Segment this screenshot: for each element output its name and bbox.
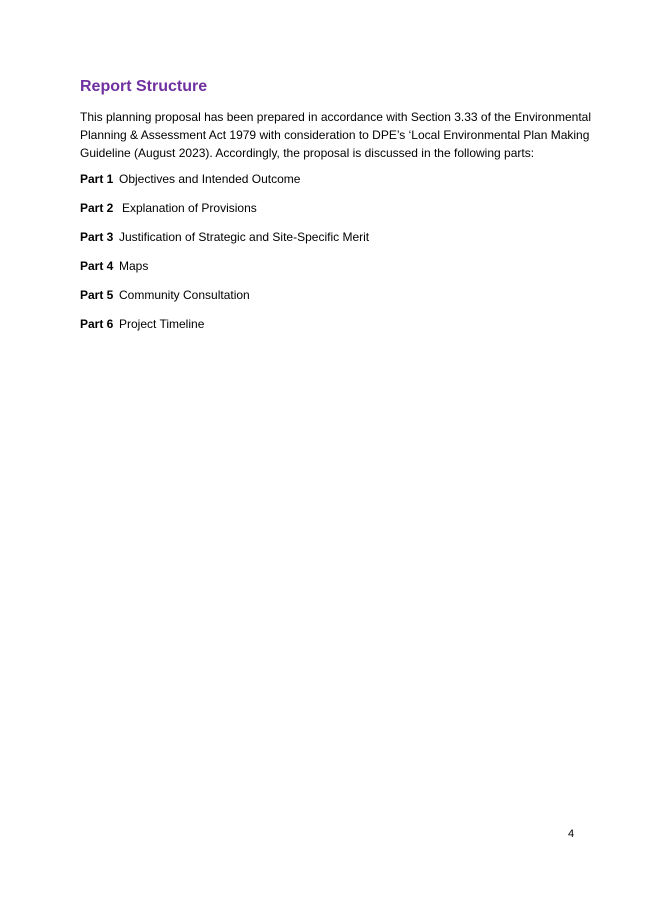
part-title: Justification of Strategic and Site-Spec… xyxy=(119,230,370,244)
intro-line: Guideline (August 2023). Accordingly, th… xyxy=(80,146,535,160)
list-item: Part 1 Objectives and Intended Outcome xyxy=(80,170,369,199)
list-item: Part 6 Project Timeline xyxy=(80,315,369,344)
intro-paragraph: This planning proposal has been prepared… xyxy=(80,108,605,162)
part-number: Part 2 xyxy=(80,201,114,215)
list-item: Part 3 Justification of Strategic and Sit… xyxy=(80,228,369,257)
list-item: Part 5 Community Consultation xyxy=(80,286,369,315)
section-heading: Report Structure xyxy=(80,78,208,95)
part-number: Part 5 xyxy=(80,288,114,302)
intro-line: Planning & Assessment Act 1979 with cons… xyxy=(80,128,590,142)
part-title: Project Timeline xyxy=(119,317,205,331)
part-title: Explanation of Provisions xyxy=(122,201,257,215)
part-title: Community Consultation xyxy=(119,288,250,302)
part-title: Maps xyxy=(119,259,149,273)
list-item: Part 4 Maps xyxy=(80,257,369,286)
intro-line: This planning proposal has been prepared… xyxy=(80,110,591,124)
page-number: 4 xyxy=(568,828,575,840)
part-number: Part 6 xyxy=(80,317,114,331)
list-item: Part 2 Explanation of Provisions xyxy=(80,199,369,228)
part-number: Part 1 xyxy=(80,172,114,186)
part-title: Objectives and Intended Outcome xyxy=(119,172,301,186)
part-number: Part 4 xyxy=(80,259,114,273)
part-number: Part 3 xyxy=(80,230,114,244)
parts-list: Part 1 Objectives and Intended Outcome Pa… xyxy=(80,170,369,344)
